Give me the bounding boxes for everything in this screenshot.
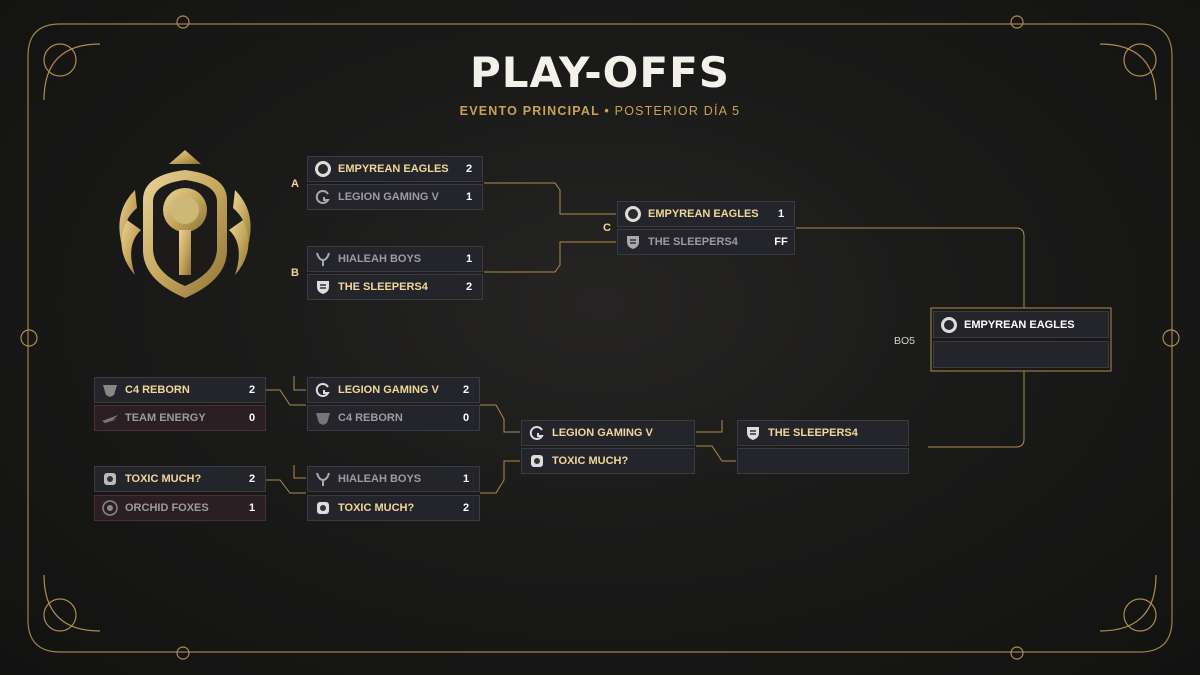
team-row[interactable]: ORCHID FOXES 1 [94, 495, 266, 521]
team-row[interactable]: TEAM ENERGY 0 [94, 405, 266, 431]
team-score: 0 [462, 412, 470, 424]
subtitle-event: EVENTO PRINCIPAL • [459, 104, 610, 118]
team-name: TOXIC MUCH? [552, 455, 629, 467]
final-team-row[interactable]: EMPYREAN EAGLES [933, 311, 1109, 338]
team-row[interactable]: THE SLEEPERS4 [737, 420, 909, 446]
team-row[interactable]: EMPYREAN EAGLES 1 [617, 201, 795, 227]
team-name: HIALEAH BOYS [338, 473, 422, 485]
team-name: THE SLEEPERS4 [768, 427, 858, 439]
team-name: ORCHID FOXES [125, 502, 209, 514]
toxic-icon [317, 502, 329, 514]
team-row[interactable]: LEGION GAMING V 2 [307, 377, 480, 403]
team-name: LEGION GAMING V [552, 427, 653, 439]
team-row[interactable]: THE SLEEPERS4 2 [307, 274, 483, 300]
team-name: HIALEAH BOYS [338, 253, 422, 265]
shield-icon [317, 281, 329, 294]
team-name: TOXIC MUCH? [125, 473, 202, 485]
team-score: FF [774, 236, 788, 248]
team-row[interactable]: TOXIC MUCH? [521, 448, 695, 474]
legion-g-icon [315, 383, 330, 397]
team-row[interactable]: TOXIC MUCH? 2 [94, 466, 266, 492]
team-row[interactable] [737, 448, 909, 474]
team-row[interactable]: LEGION GAMING V [521, 420, 695, 446]
team-name: TOXIC MUCH? [338, 502, 415, 514]
horns-icon [316, 252, 330, 266]
final-team-row[interactable] [933, 341, 1109, 368]
bracket-connectors [266, 182, 1025, 494]
team-name: LEGION GAMING V [338, 384, 439, 396]
team-score: 2 [465, 163, 473, 175]
page-title: PLAY-OFFS [469, 48, 731, 97]
eagle-crest-icon [625, 206, 641, 222]
team-score: 0 [248, 412, 256, 424]
team-score: 2 [462, 384, 470, 396]
shield-icon [747, 427, 759, 440]
eagle-crest-icon [315, 161, 331, 177]
legion-g-icon [529, 426, 544, 440]
team-row[interactable]: THE SLEEPERS4 FF [617, 229, 795, 255]
team-row[interactable]: C4 REBORN 0 [307, 405, 480, 431]
page-subtitle: EVENTO PRINCIPAL • POSTERIOR DÍA 5 [0, 104, 1200, 118]
team-score: 2 [248, 384, 256, 396]
subtitle-day: POSTERIOR DÍA 5 [614, 104, 741, 118]
tournament-emblem [119, 150, 251, 298]
final-format-label: BO5 [894, 335, 916, 347]
team-score: 1 [462, 473, 470, 485]
team-score: 1 [465, 253, 473, 265]
team-name: THE SLEEPERS4 [648, 236, 738, 248]
team-score: 1 [777, 208, 785, 220]
team-name: TEAM ENERGY [125, 412, 206, 424]
team-name: THE SLEEPERS4 [338, 281, 428, 293]
horns-icon [316, 472, 330, 486]
team-row[interactable]: EMPYREAN EAGLES 2 [307, 156, 483, 182]
orchid-icon [102, 500, 118, 516]
team-name: C4 REBORN [338, 412, 403, 424]
toxic-icon [104, 473, 116, 485]
eagle-crest-icon [941, 316, 957, 333]
match-label-a: A [291, 178, 299, 190]
team-score: 2 [465, 281, 473, 293]
team-name: EMPYREAN EAGLES [338, 163, 449, 175]
toxic-icon [531, 455, 543, 467]
shield-icon [627, 236, 639, 249]
team-name: EMPYREAN EAGLES [648, 208, 759, 220]
team-name: LEGION GAMING V [338, 191, 439, 203]
c4-skull-icon [316, 413, 330, 425]
match-label-c: C [603, 222, 611, 234]
team-row[interactable]: LEGION GAMING V 1 [307, 184, 483, 210]
team-row[interactable]: HIALEAH BOYS 1 [307, 246, 483, 272]
team-name: EMPYREAN EAGLES [964, 318, 1075, 331]
team-score: 1 [248, 502, 256, 514]
team-name: C4 REBORN [125, 384, 190, 396]
match-label-b: B [291, 267, 299, 279]
legion-g-icon [315, 190, 330, 204]
team-score: 2 [462, 502, 470, 514]
wing-icon [102, 415, 118, 423]
team-row[interactable]: HIALEAH BOYS 1 [307, 466, 480, 492]
team-row[interactable]: TOXIC MUCH? 2 [307, 495, 480, 521]
team-row[interactable]: C4 REBORN 2 [94, 377, 266, 403]
c4-skull-icon [103, 385, 117, 397]
team-score: 2 [248, 473, 256, 485]
team-score: 1 [465, 191, 473, 203]
